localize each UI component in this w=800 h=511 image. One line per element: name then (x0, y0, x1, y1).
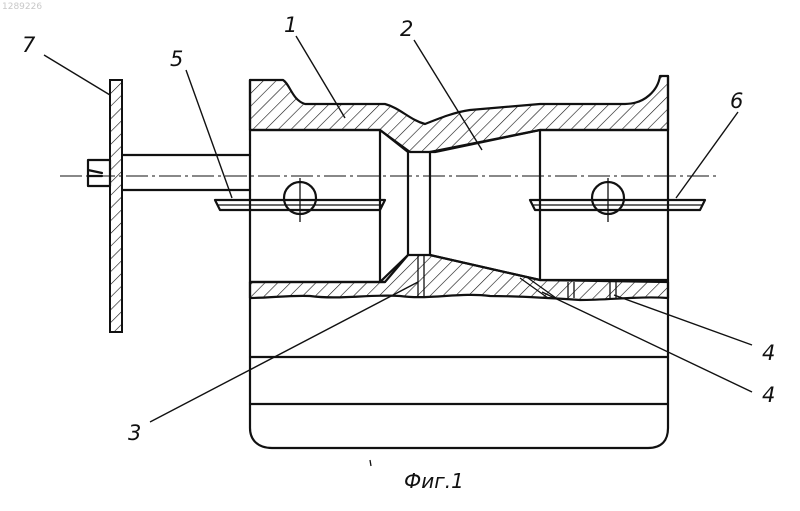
label-5: 5 (170, 47, 183, 71)
label-4-upper: 4 (762, 341, 775, 365)
stray-mark (370, 460, 371, 466)
diffuser-cone (430, 130, 540, 280)
label-4-lower: 4 (762, 383, 775, 407)
label-7: 7 (22, 33, 36, 57)
leader-lines (44, 36, 752, 422)
inlet-bore (250, 130, 385, 282)
corner-code: 1289226 (2, 2, 42, 12)
label-6: 6 (730, 89, 743, 113)
rod-head (88, 160, 110, 186)
pivot-5 (215, 178, 385, 222)
pivot-6 (530, 178, 705, 222)
label-2: 2 (400, 17, 413, 41)
rod (122, 155, 250, 190)
plate-7 (110, 80, 122, 332)
label-3: 3 (128, 421, 141, 445)
figure-caption: Фиг.1 (404, 469, 464, 493)
label-1: 1 (284, 13, 297, 37)
